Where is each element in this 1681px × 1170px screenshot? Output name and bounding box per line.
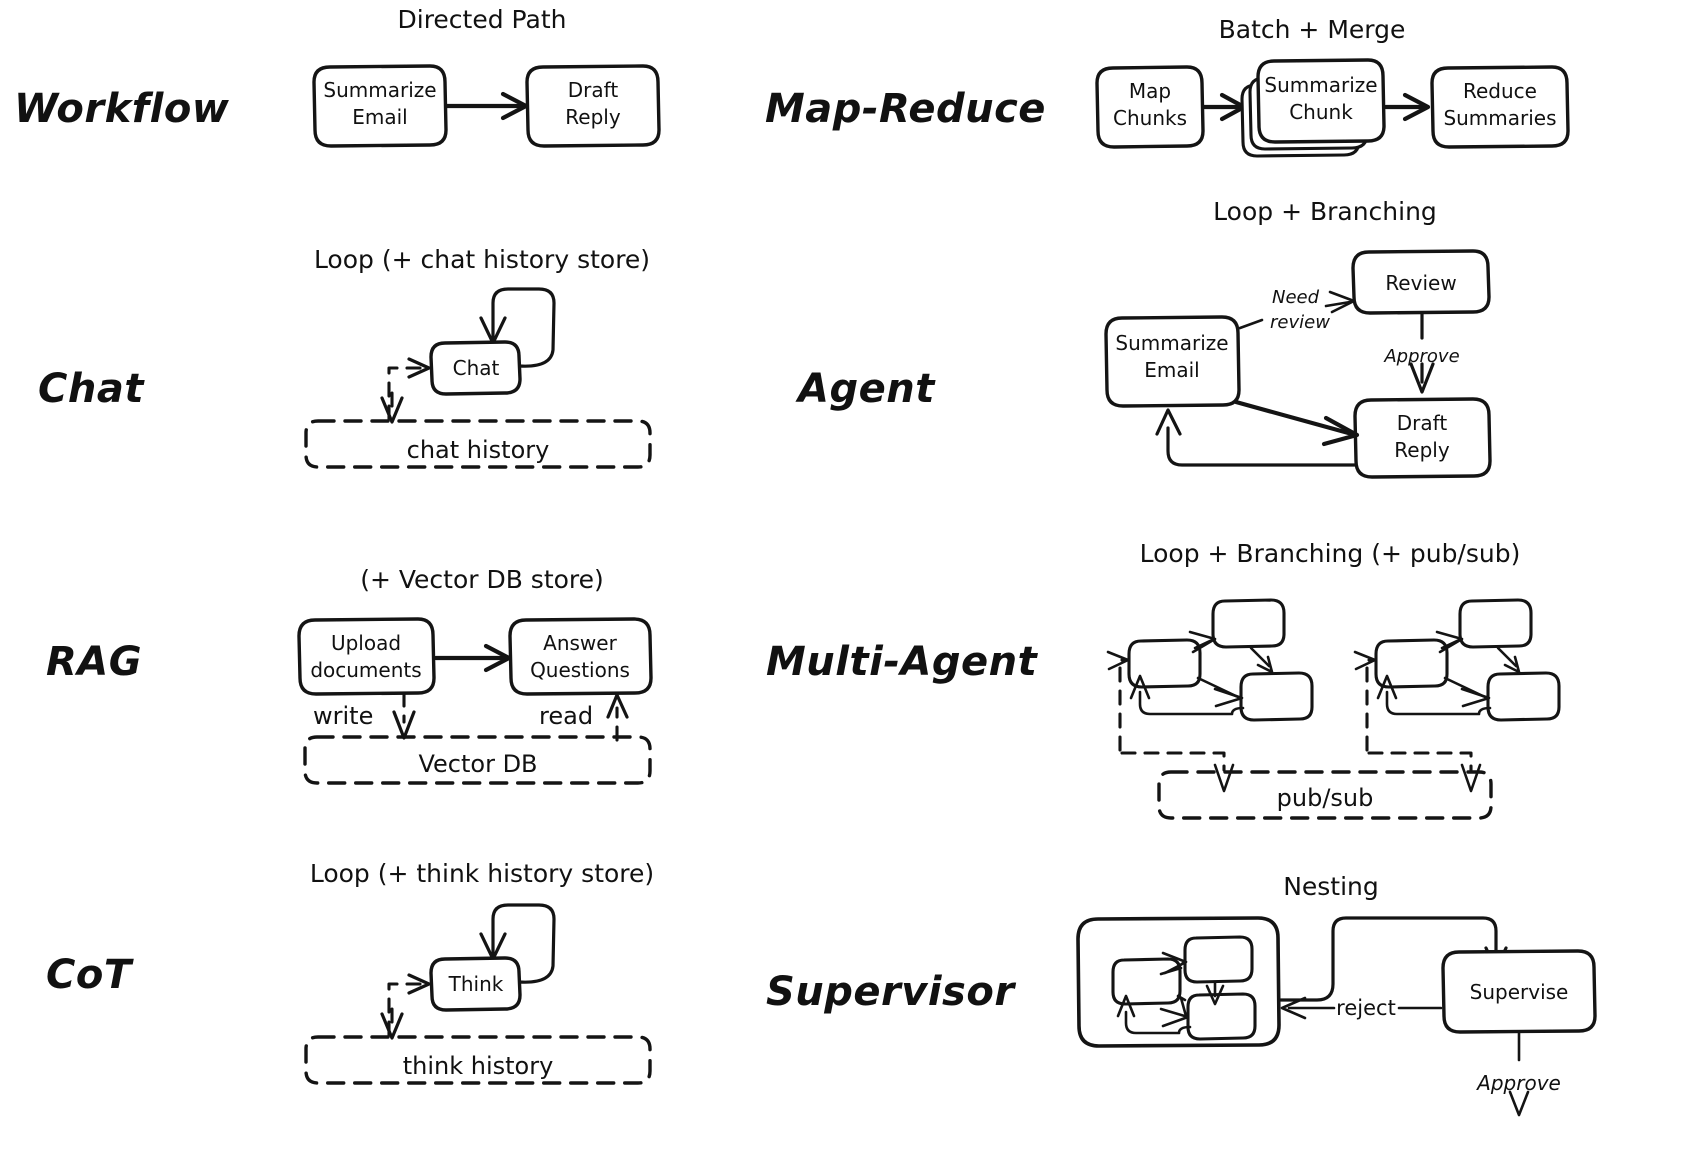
node-summarize-chunk-stack[interactable]: Summarize Chunk (1240, 58, 1386, 158)
pattern-map-reduce: Map-Reduce Batch + Merge Map Chunks Summ… (765, 15, 1570, 158)
node-label: Map (1129, 79, 1171, 103)
pattern-multi-agent: Multi-Agent Loop + Branching (+ pub/sub) (766, 539, 1561, 820)
edge-label-need-review-line2: review (1270, 312, 1330, 333)
pattern-agent: Agent Loop + Branching Summarize Email N… (795, 197, 1492, 479)
node-think[interactable]: Think (429, 956, 522, 1012)
node-label: Supervise (1470, 980, 1569, 1004)
store-label: Vector DB (418, 750, 537, 778)
node-summarize-email[interactable]: Summarize Email (312, 64, 448, 148)
edge-approve: Approve (1383, 312, 1460, 394)
node-nested-agent-group[interactable] (1076, 916, 1281, 1048)
edge-chat-history-write (380, 391, 404, 424)
edge-upload-to-answer (433, 643, 512, 673)
node-review[interactable]: Review (1351, 249, 1491, 315)
caption-cot: Loop (+ think history store) (310, 859, 654, 888)
caption-supervisor: Nesting (1283, 872, 1379, 901)
node-label: Chunks (1113, 106, 1187, 130)
node-label: Summarize (1264, 73, 1377, 97)
node-label: Chunk (1289, 100, 1353, 124)
edge-read-from-vector-db: read (539, 693, 629, 742)
edge-label-approve: Approve (1475, 1071, 1561, 1095)
edge-think-history-write (380, 1007, 404, 1040)
caption-agent: Loop + Branching (1213, 197, 1437, 226)
edge-draft-to-summarize-loop (1155, 408, 1358, 467)
node-upload-documents[interactable]: Upload documents (297, 617, 436, 696)
caption-multi-agent: Loop + Branching (+ pub/sub) (1140, 539, 1521, 568)
store-pub-sub[interactable]: pub/sub (1157, 770, 1493, 820)
edge-label-need-review-line1: Need (1272, 287, 1320, 308)
node-label: Email (352, 105, 408, 129)
node-agent-summarize-email[interactable]: Summarize Email (1104, 315, 1241, 408)
edge-summarize-to-reduce (1383, 92, 1431, 122)
caption-chat: Loop (+ chat history store) (314, 245, 650, 274)
node-label: Answer (543, 631, 617, 655)
edge-label-read: read (539, 702, 593, 730)
row-label-agent: Agent (795, 366, 936, 412)
node-label: Questions (530, 658, 630, 682)
node-label: Reply (565, 105, 621, 129)
edge-label-approve: Approve (1383, 346, 1459, 367)
edge-summarize-to-draft (444, 91, 529, 121)
node-label: Summarize (1115, 331, 1228, 355)
store-chat-history[interactable]: chat history (304, 419, 652, 469)
store-label: think history (403, 1052, 554, 1080)
node-draft-reply[interactable]: Draft Reply (525, 64, 661, 148)
pattern-rag: RAG (+ Vector DB store) Upload documents… (46, 565, 653, 785)
node-label: documents (310, 658, 421, 682)
row-label-map-reduce: Map-Reduce (765, 86, 1046, 132)
node-label: Summaries (1443, 106, 1556, 130)
node-label: Draft (1397, 411, 1448, 435)
edge-need-review: Need review (1238, 287, 1356, 333)
node-agent-draft-reply[interactable]: Draft Reply (1353, 397, 1492, 479)
edge-reject: reject (1280, 996, 1443, 1020)
node-answer-questions[interactable]: Answer Questions (508, 617, 653, 696)
node-label: Email (1144, 358, 1200, 382)
node-label: Reduce (1463, 79, 1537, 103)
store-think-history[interactable]: think history (304, 1035, 652, 1085)
row-label-multi-agent: Multi-Agent (766, 639, 1039, 685)
pattern-workflow: Workflow Directed Path Summarize Email D… (14, 5, 661, 148)
edge-summarize-to-draft-diag (1233, 399, 1360, 447)
node-label: Reply (1394, 438, 1450, 462)
edge-label-write: write (313, 702, 373, 730)
node-label: Think (448, 972, 504, 996)
node-label: Upload (331, 631, 401, 655)
node-label: Summarize (323, 78, 436, 102)
node-map-chunks[interactable]: Map Chunks (1095, 65, 1205, 149)
node-reduce-summaries[interactable]: Reduce Summaries (1430, 65, 1570, 149)
node-agent-cluster-1[interactable] (1106, 598, 1314, 793)
edge-think-history-read (387, 973, 431, 1037)
node-chat[interactable]: Chat (429, 340, 522, 396)
pattern-cot: CoT Loop (+ think history store) Think t… (46, 859, 654, 1085)
node-label: Chat (453, 356, 500, 380)
pattern-supervisor: Supervisor Nesting (766, 872, 1597, 1117)
node-agent-cluster-2[interactable] (1353, 598, 1561, 793)
edge-map-to-summarize (1201, 92, 1247, 122)
node-supervise[interactable]: Supervise (1441, 949, 1597, 1034)
store-label: chat history (407, 436, 550, 464)
caption-map-reduce: Batch + Merge (1219, 15, 1406, 44)
store-label: pub/sub (1277, 784, 1374, 812)
row-label-workflow: Workflow (14, 86, 230, 132)
row-label-cot: CoT (46, 952, 134, 998)
row-label-chat: Chat (38, 366, 145, 412)
row-label-supervisor: Supervisor (766, 969, 1016, 1015)
edge-chat-history-read (387, 357, 431, 421)
edge-label-reject: reject (1336, 996, 1396, 1020)
row-label-rag: RAG (46, 639, 142, 685)
pattern-chat: Chat Loop (+ chat history store) Chat ch… (38, 245, 652, 469)
edge-write-to-vector-db: write (313, 691, 416, 740)
caption-workflow: Directed Path (398, 5, 567, 34)
node-label: Review (1385, 271, 1456, 295)
edge-supervise-approve: Approve (1475, 1031, 1561, 1117)
node-label: Draft (568, 78, 619, 102)
store-vector-db[interactable]: Vector DB (303, 735, 652, 785)
caption-rag: (+ Vector DB store) (360, 565, 604, 594)
